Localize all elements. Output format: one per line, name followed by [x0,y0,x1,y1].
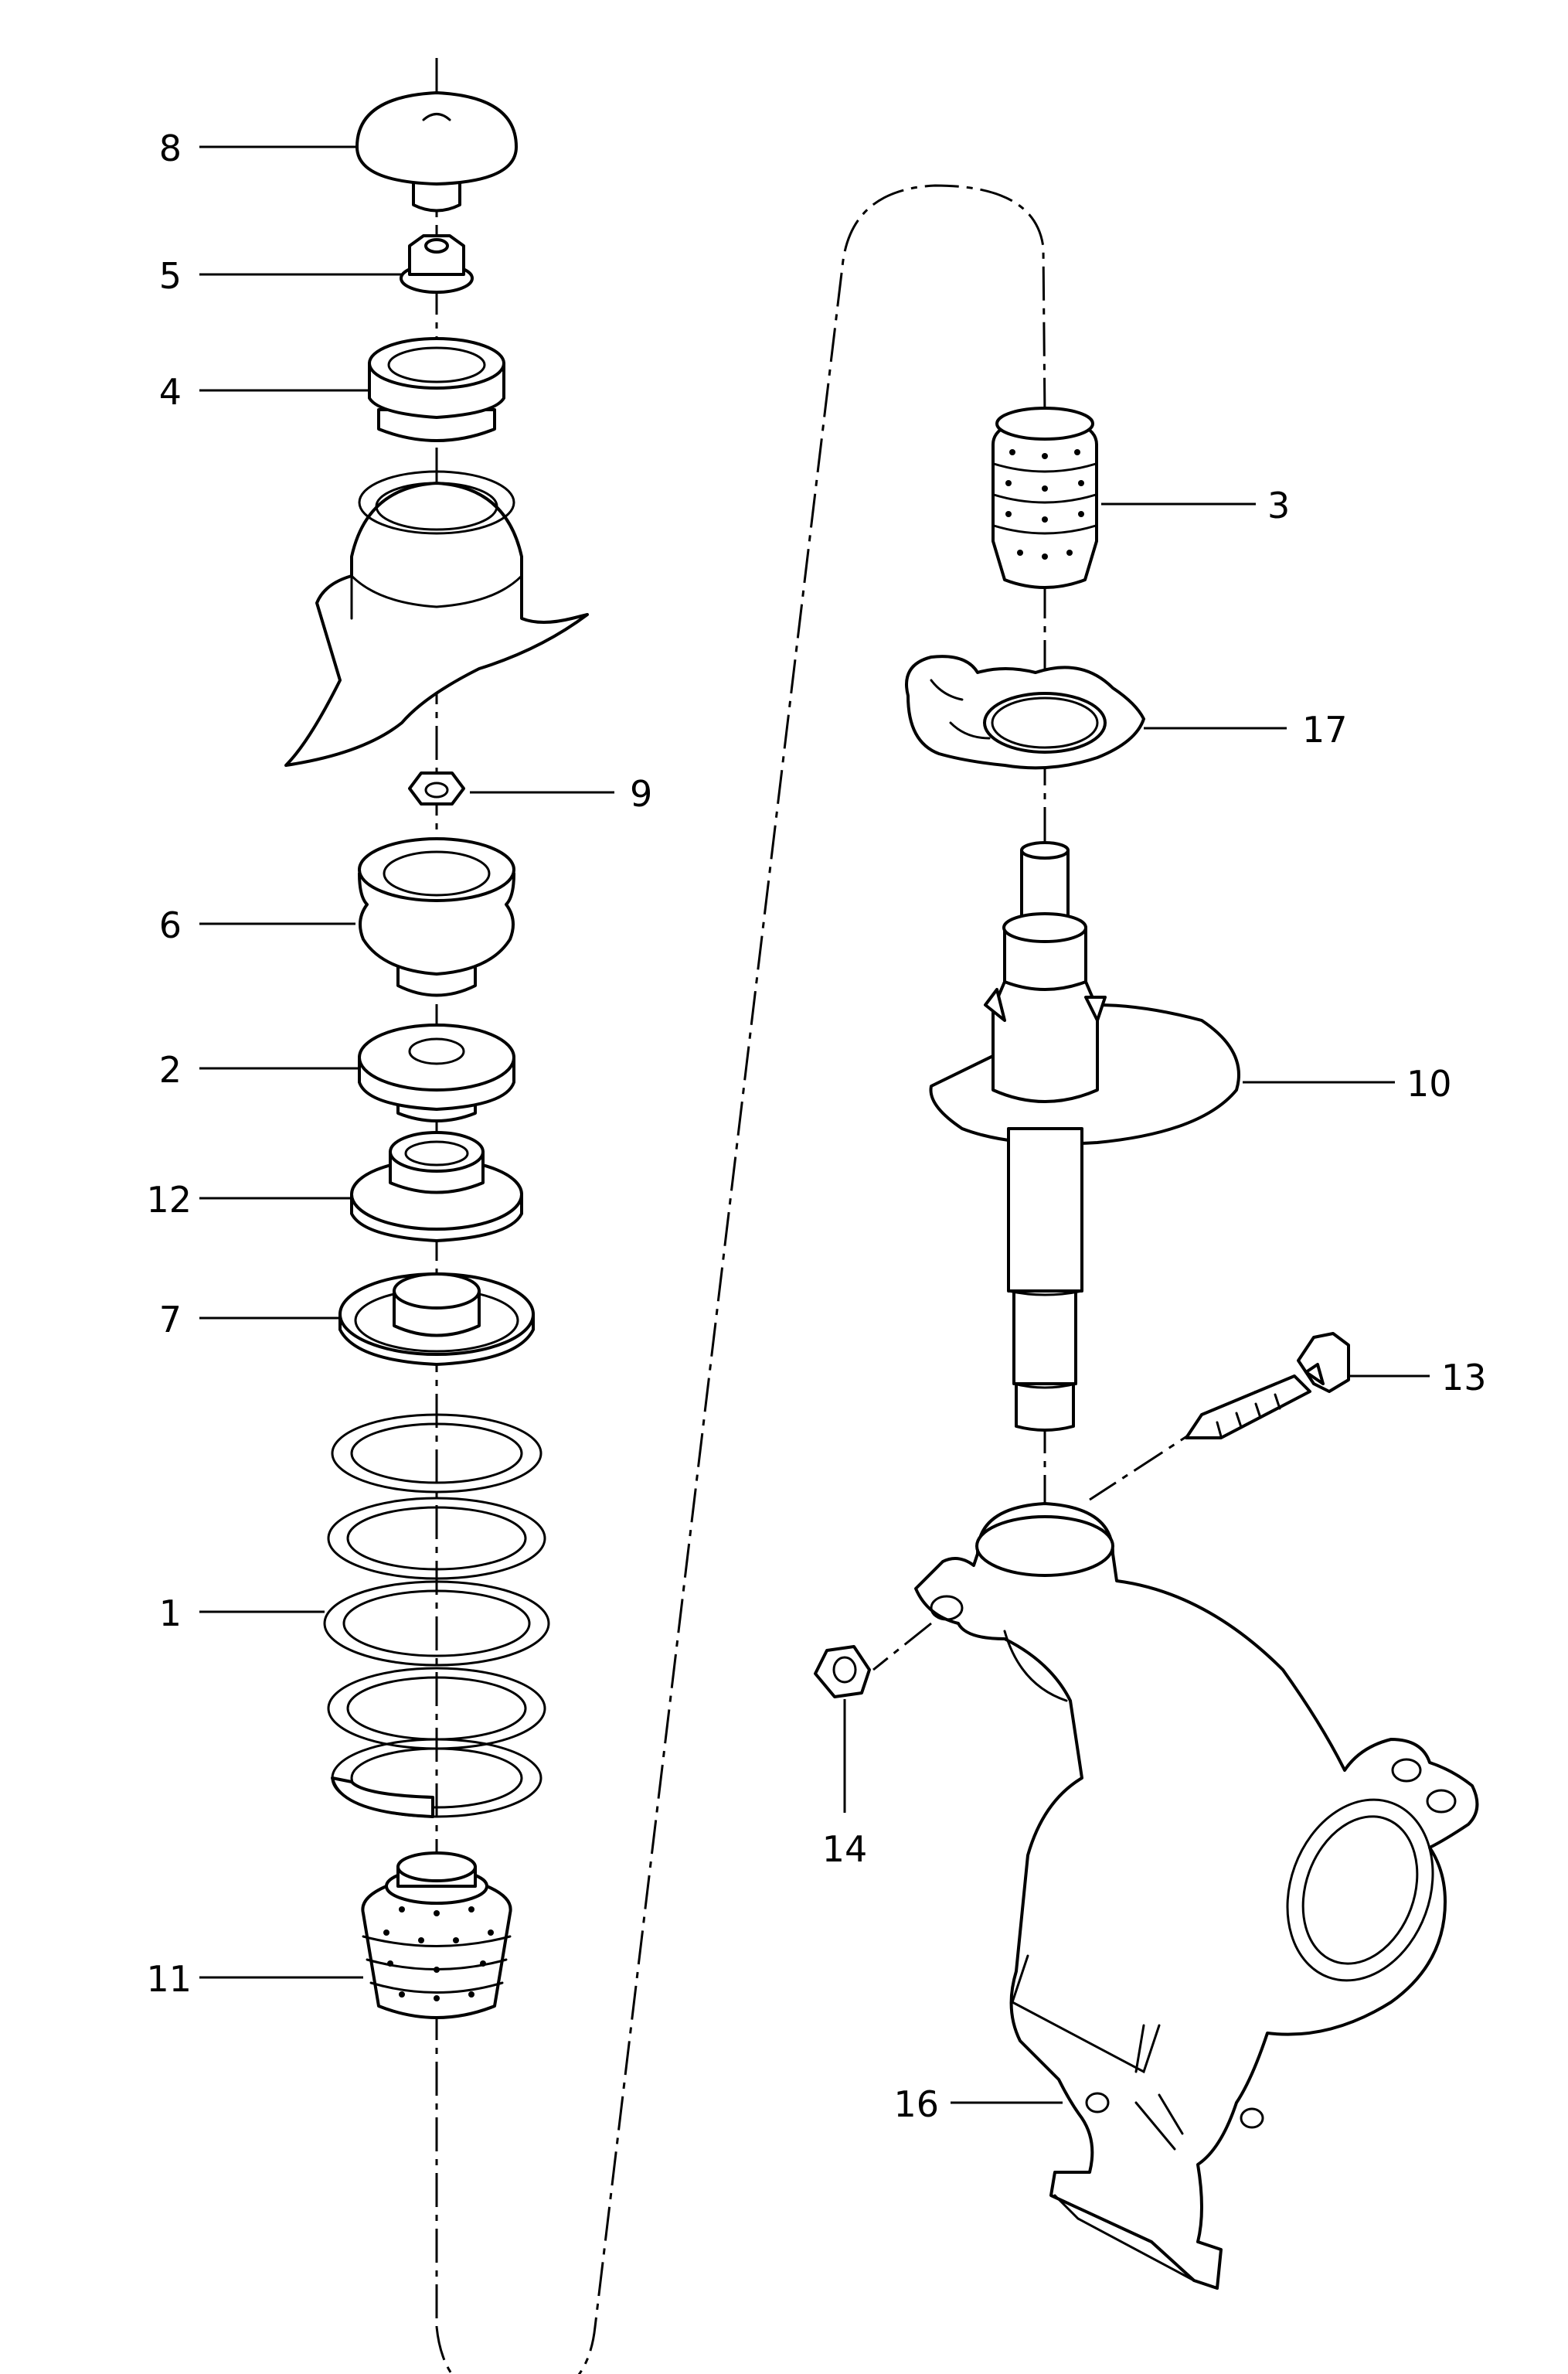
part-14-flange-nut [814,1645,871,1698]
label-part-17: 17 [1302,709,1348,751]
nut-axis [872,1622,932,1671]
part-7-spring-seat [338,1272,535,1366]
label-part-2: 2 [159,1049,182,1091]
part-10-shock-absorber [929,841,1240,1432]
label-part-4: 4 [159,371,182,413]
part-labels: 8 5 4 9 6 2 12 7 1 11 3 17 10 13 14 16 [146,128,1486,2125]
label-part-7: 7 [159,1299,182,1340]
label-part-9: 9 [630,773,652,815]
body-strut-tower [284,470,589,767]
part-11-protective-boot [361,1851,512,2019]
label-part-10: 10 [1406,1063,1452,1105]
part-3-bump-stop [991,407,1098,589]
label-part-5: 5 [159,255,182,297]
leader-lines [199,145,1430,2104]
connecting-loop [435,184,1046,2374]
label-part-1: 1 [159,1592,182,1634]
part-4-bearing-cup [368,337,505,442]
part-16-steering-knuckle [914,1502,1479,2290]
label-part-14: 14 [822,1828,868,1870]
part-1-coil-spring [323,1413,550,1818]
part-8-dome-cap [355,91,518,213]
part-9-hex-nut [408,771,465,806]
label-part-11: 11 [146,1958,192,2000]
part-5-flange-nut [400,234,474,294]
label-part-13: 13 [1441,1357,1487,1398]
label-part-3: 3 [1267,485,1290,526]
part-13-bolt [1185,1332,1350,1439]
label-part-16: 16 [893,2083,939,2125]
label-part-8: 8 [159,128,182,169]
part-12-bearing [350,1131,523,1242]
part-2-washer [358,1024,515,1122]
label-part-12: 12 [146,1179,192,1221]
label-part-6: 6 [159,904,182,946]
part-6-top-mount [358,837,515,997]
part-17-upper-mount [905,655,1145,770]
